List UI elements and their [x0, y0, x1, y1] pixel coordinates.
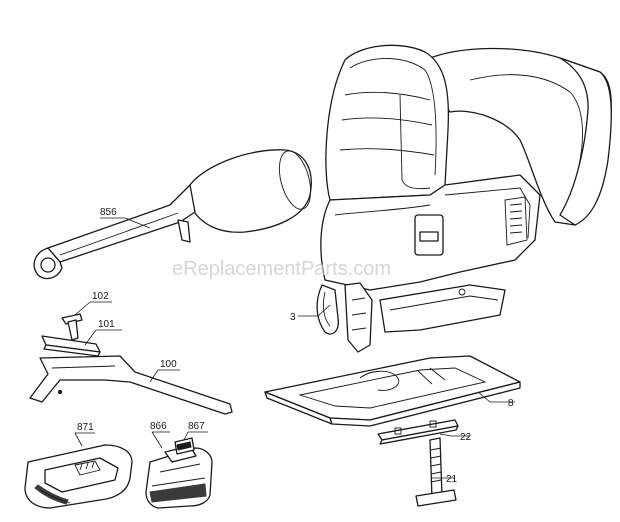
clamp-bar-22 — [377, 419, 459, 445]
callout-866: 866 — [150, 421, 167, 432]
callout-22: 22 — [460, 432, 472, 443]
battery-866 — [145, 445, 213, 509]
bolt-21 — [415, 437, 457, 507]
charger-871 — [24, 444, 133, 509]
callout-102: 102 — [92, 291, 109, 302]
terminal-867 — [174, 437, 195, 455]
callout-21: 21 — [446, 474, 458, 485]
callout-871: 871 — [77, 422, 94, 433]
guide-bar-100 — [29, 355, 233, 415]
vacuum-adapter-856 — [33, 149, 312, 280]
callout-100: 100 — [160, 359, 177, 370]
callout-leaders — [74, 217, 515, 479]
callout-3: 3 — [290, 312, 296, 323]
plate-101 — [41, 335, 101, 357]
callout-8: 8 — [508, 398, 514, 409]
callout-856: 856 — [100, 207, 117, 218]
jigsaw-body — [316, 44, 612, 353]
screw-102 — [61, 313, 83, 341]
shoe-plate-8 — [264, 355, 521, 427]
watermark-text: eReplacementParts.com — [172, 258, 391, 280]
callout-101: 101 — [98, 319, 115, 330]
callout-867: 867 — [188, 421, 205, 432]
